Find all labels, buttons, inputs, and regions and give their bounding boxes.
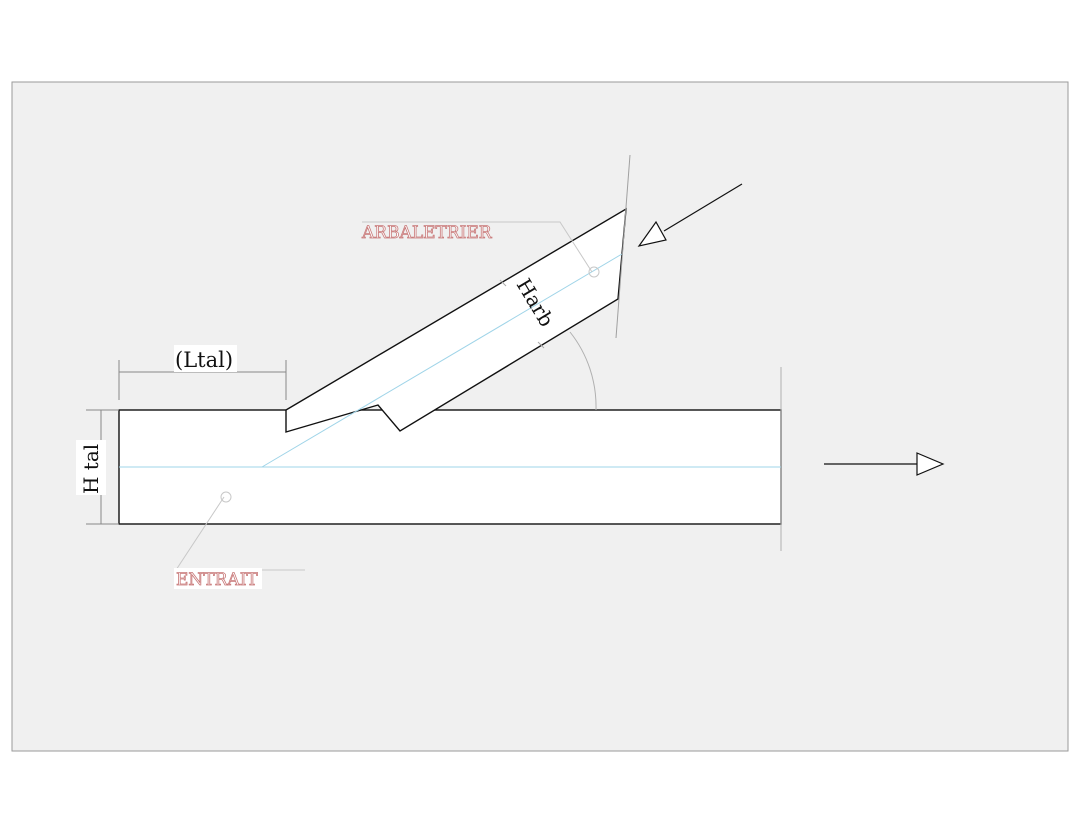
entrait-label: ENTRAIT [176, 570, 258, 590]
angle-arc [569, 331, 597, 411]
arrow-right-icon [824, 452, 945, 476]
arrow-down-left-icon [637, 183, 743, 247]
arbaletrier-leader-marker [588, 266, 600, 278]
htal-label: H tal [79, 444, 103, 494]
arbaletrier-leader [362, 221, 593, 273]
harb-extension-line [499, 279, 507, 287]
arbaletrier-label: ARBALETRIER [361, 223, 493, 243]
htal-label-background [76, 440, 106, 495]
harb-extension-line [537, 341, 545, 349]
entrait-leader-marker [220, 491, 232, 503]
ltal-label: (Ltal) [175, 348, 233, 372]
ltal-label-background [174, 345, 237, 372]
arbaletrier-end-reference-line [615, 154, 631, 339]
entrait-label-background [174, 568, 262, 589]
arbaletrier-center-line [261, 253, 623, 468]
